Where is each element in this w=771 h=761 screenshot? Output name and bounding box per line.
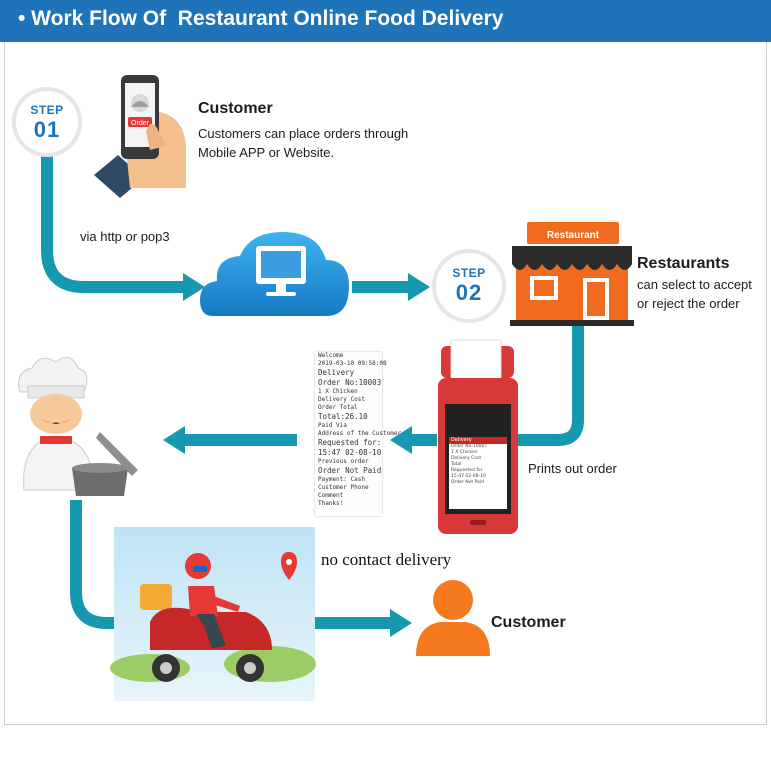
pos-screen-line: Delivery Cost	[451, 456, 482, 461]
receipt-line: Order No:10003	[318, 378, 382, 387]
receipt-line: 1 X Chicken	[318, 388, 358, 395]
receipt-line: Total:26.10	[318, 412, 368, 421]
receipt-line: 2019-03-10 09:58:08	[318, 360, 387, 367]
customer-person-icon	[416, 580, 490, 656]
receipt-line: Order Not Paid	[318, 466, 382, 475]
pos-screen-line: Requested for	[451, 468, 483, 473]
receipt-line: Paid Via	[318, 422, 347, 429]
step2-word: STEP	[452, 266, 486, 280]
arrowhead-to-cloud	[183, 273, 205, 301]
receipt-line: Delivery	[318, 368, 355, 377]
via-protocol-label: via http or pop3	[80, 229, 170, 244]
step2-label: STEP 02	[439, 266, 499, 306]
pos-screen-line: Total	[451, 462, 462, 467]
restaurants-description-line1: can select to accept	[637, 277, 752, 292]
no-contact-delivery-label: no contact delivery	[321, 550, 452, 569]
pos-screen-header: Delivery	[449, 437, 507, 444]
cloud-server-icon	[200, 232, 349, 316]
restaurant-building-icon	[510, 222, 634, 326]
header-bar: • Work Flow Of Restaurant Online Food De…	[0, 0, 771, 42]
phone-in-hand-illustration	[94, 75, 186, 198]
receipt-line: 15:47 02-08-10	[318, 448, 382, 457]
phone-order-button-text: Order	[131, 120, 150, 127]
receipt-line: Payment: Cash	[318, 476, 365, 483]
receipt-line: Welcome	[318, 352, 344, 359]
delivery-scooter-illustration	[110, 527, 316, 701]
customer-top-description-line2: Mobile APP or Website.	[198, 145, 335, 160]
step1-label: STEP 01	[17, 103, 77, 143]
arrowhead-to-customer	[390, 609, 412, 637]
content-frame	[4, 42, 767, 725]
customer-top-description-line1: Customers can place orders through	[198, 126, 409, 141]
receipt-line: Address of the Customer	[318, 430, 402, 437]
pos-screen-line: 1 X Chicken	[451, 450, 478, 455]
receipt-line: Thanks!	[318, 500, 344, 507]
customer-top-title: Customer	[198, 100, 273, 117]
pos-screen-line: Order No:10007	[451, 444, 488, 449]
prints-out-order-label: Prints out order	[528, 461, 617, 476]
step2-circle	[432, 249, 506, 323]
receipt-line: Delivery Cost	[318, 396, 365, 403]
receipt-line: Requested for:	[318, 438, 382, 447]
arrowhead-to-step2	[408, 273, 430, 301]
flow-arrowheads	[163, 273, 430, 637]
step1-word: STEP	[30, 103, 64, 117]
receipt-line: Customer Phone	[318, 484, 369, 491]
restaurant-sign-text: Restaurant	[547, 230, 600, 241]
step1-number: 01	[33, 117, 61, 142]
arrowhead-to-receipt	[390, 426, 412, 454]
connector-restaurant-to-pos	[518, 320, 584, 446]
step1-circle	[12, 87, 82, 157]
receipt-line: Previous order	[318, 458, 369, 465]
flow-connectors	[41, 150, 584, 629]
chef-illustration	[18, 356, 138, 496]
receipt-line: Order Total	[318, 404, 358, 411]
pos-screen-line: Order Not Paid	[451, 480, 484, 485]
restaurants-description-line2: or reject the order	[637, 296, 740, 311]
receipt-line: Comment	[318, 492, 344, 499]
connector-chef-to-scooter	[70, 500, 118, 629]
connector-step1-to-cloud	[41, 150, 185, 293]
page-title: • Work Flow Of Restaurant Online Food De…	[18, 7, 504, 30]
arrowhead-to-chef	[163, 426, 185, 454]
step2-number: 02	[455, 280, 483, 305]
pos-screen-line: 15:47 02-08-10	[451, 474, 486, 479]
restaurants-title: Restaurants	[637, 255, 730, 272]
customer-bottom-title: Customer	[491, 614, 566, 631]
